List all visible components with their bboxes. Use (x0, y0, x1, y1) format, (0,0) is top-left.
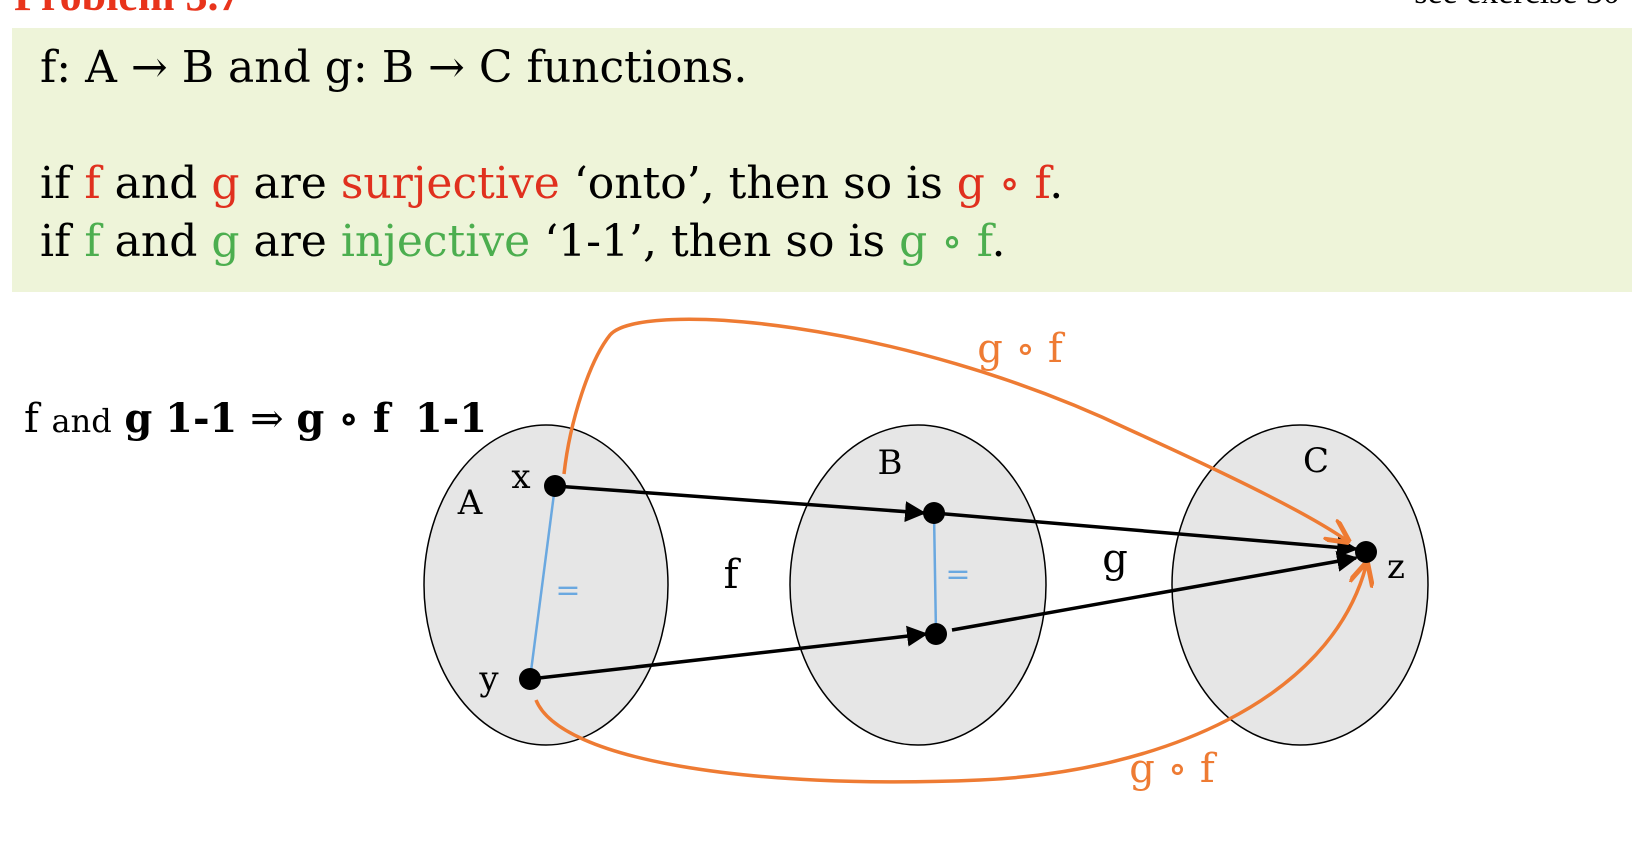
g-symbol: g (211, 216, 240, 267)
arrow-f-x (554, 484, 927, 523)
arrow-g-bottom (951, 550, 1359, 632)
claim-one-one-result: 1-1 (415, 395, 487, 442)
surjective-term: surjective (340, 158, 560, 209)
set-A (423, 424, 669, 746)
point-z (1355, 541, 1377, 563)
equals-symbol-B: = (945, 557, 970, 592)
statement-line-surjective: if f and g are surjective ‘onto’, then s… (40, 158, 1063, 209)
set-C (1171, 424, 1429, 746)
composite-label-top: g ∘ f (977, 326, 1066, 372)
point-y (519, 668, 541, 690)
point-b-bottom (925, 623, 947, 645)
point-x-label: x (511, 457, 530, 497)
equality-line-A (528, 485, 557, 680)
problem-title: Problem 3.7 (14, 0, 241, 21)
claim-g: g (124, 395, 152, 442)
point-y-label: y (478, 659, 499, 699)
arrow-f-y (529, 625, 929, 681)
text: if (40, 158, 85, 209)
map-f-label: f (724, 552, 742, 598)
statement-line-functions: f: A → B and g: B → C functions. (40, 42, 748, 93)
point-x (544, 475, 566, 497)
text: ‘onto’, then so is (559, 158, 957, 209)
text: . (1049, 158, 1064, 209)
implies-symbol: ⇒ (250, 396, 284, 442)
set-A-label: A (457, 483, 483, 523)
claim-statement: f and g 1-1 ⇒ g ∘ f 1-1 (24, 395, 487, 442)
statement-line-injective: if f and g are injective ‘1-1’, then so … (40, 216, 1006, 267)
point-z-label: z (1387, 547, 1405, 587)
map-g-label: g (1102, 536, 1128, 582)
set-B-label: B (878, 443, 903, 483)
equality-line-B (932, 512, 938, 635)
text: and (100, 158, 212, 209)
claim-one-one: 1-1 (165, 395, 237, 442)
f-symbol: f (84, 216, 101, 267)
point-b-top (923, 502, 945, 524)
exercise-reference: see exercise 30 (1414, 0, 1620, 12)
statement-box: f: A → B and g: B → C functions. if f an… (12, 28, 1632, 292)
text: if (40, 216, 85, 267)
g-symbol: g (211, 158, 240, 209)
claim-f: f (24, 396, 42, 442)
composite-label-bottom: g ∘ f (1129, 746, 1218, 792)
set-B (789, 424, 1047, 746)
set-C-label: C (1303, 441, 1329, 481)
composition-symbol: g ∘ f (956, 158, 1050, 209)
injective-term: injective (340, 216, 531, 267)
text: ‘1-1’, then so is (530, 216, 900, 267)
composite-arrow-bottom (534, 566, 1366, 784)
text: are (239, 216, 341, 267)
text: . (991, 216, 1006, 267)
composite-arrow-top (562, 317, 1346, 540)
text: and (100, 216, 212, 267)
f-symbol: f (84, 158, 101, 209)
claim-and: and (52, 402, 112, 440)
arrow-g-top (933, 511, 1359, 558)
text: are (239, 158, 341, 209)
equals-symbol-A: = (555, 573, 580, 608)
composition-symbol: g ∘ f (899, 216, 992, 267)
claim-composition: g ∘ f (296, 395, 393, 442)
